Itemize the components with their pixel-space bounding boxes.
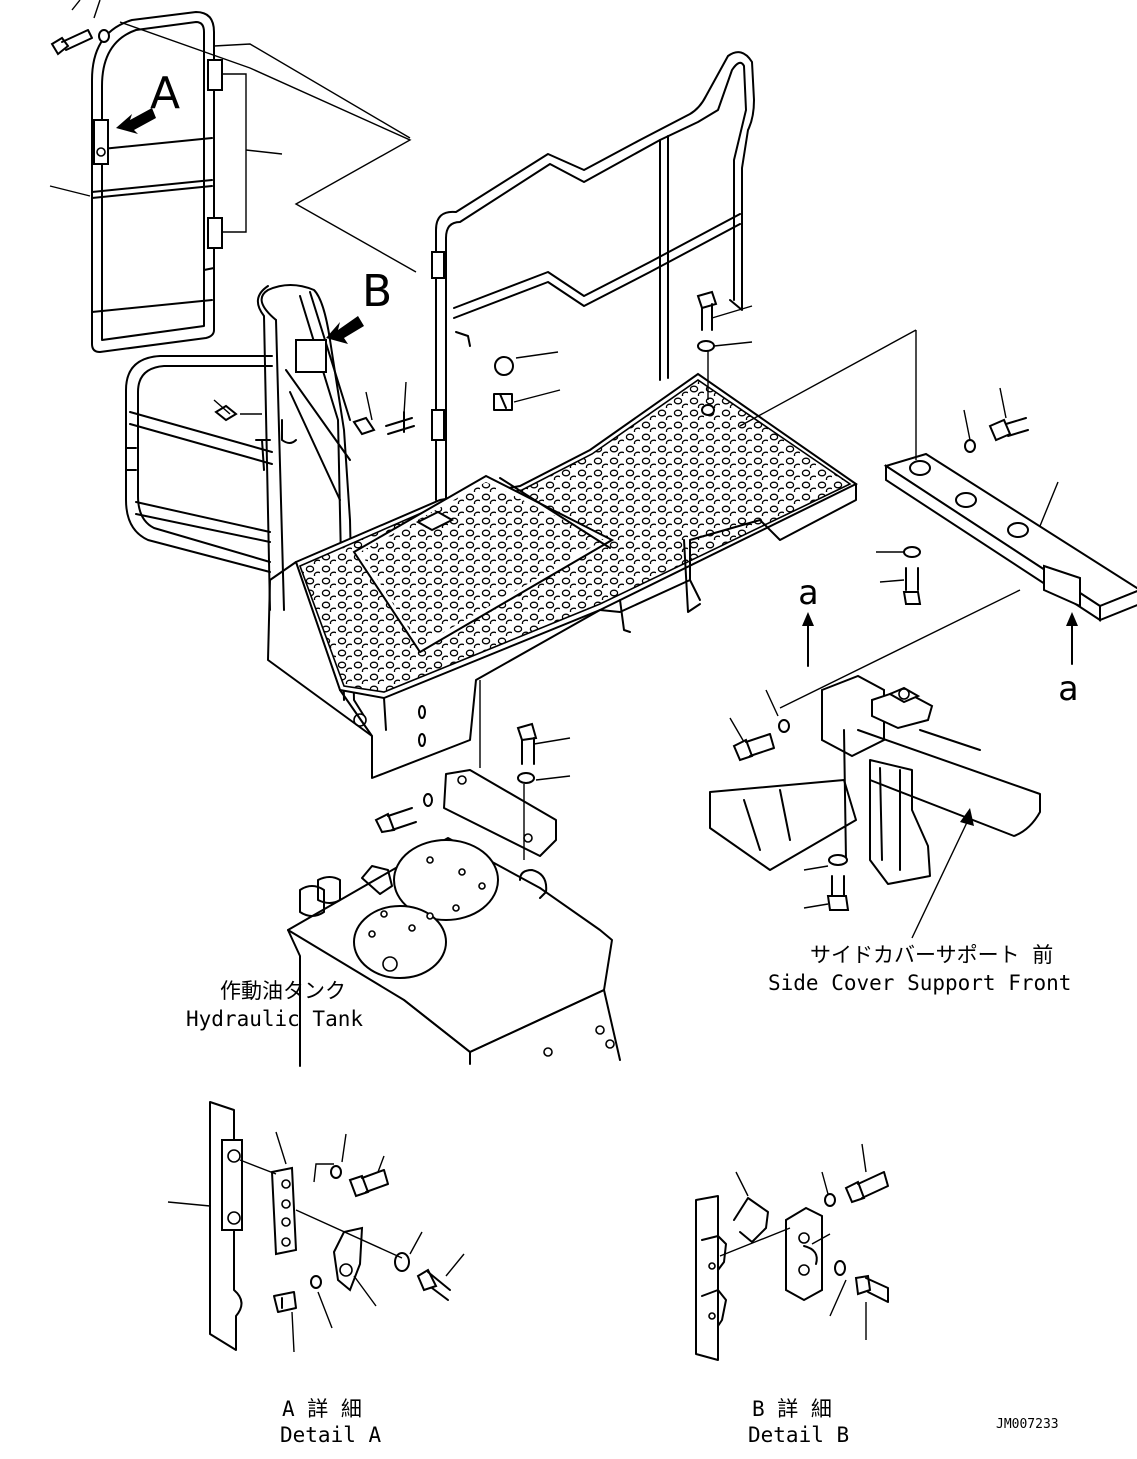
ref-label-a-top: a xyxy=(798,573,818,613)
drawing-code: JM007233 xyxy=(996,1417,1059,1432)
view-arrow-a-icon xyxy=(116,108,156,134)
detail-a-label-jp: A 詳 細 xyxy=(282,1397,362,1421)
detail-b-label-jp: B 詳 細 xyxy=(752,1397,832,1421)
support-bolts-icon xyxy=(732,719,850,911)
detail-a-illustration xyxy=(209,1101,451,1351)
side-cover-support-label-jp: サイドカバーサポート 前 xyxy=(810,943,1053,967)
cross-member xyxy=(883,452,1137,622)
cross-member-bolts-icon xyxy=(902,417,1029,605)
platform-assembly xyxy=(125,51,858,779)
gate-bolt-icon xyxy=(50,29,110,56)
side-cover-support xyxy=(709,674,1041,885)
gate-assembly xyxy=(91,11,223,353)
view-label-a: A xyxy=(150,68,180,119)
view-label-b: B xyxy=(362,266,392,317)
side-cover-support-label-en: Side Cover Support Front xyxy=(768,971,1071,995)
hydraulic-tank-label-jp: 作動油タンク xyxy=(220,979,346,1003)
hydraulic-tank xyxy=(287,837,621,1067)
detail-b-illustration xyxy=(695,1171,889,1361)
view-arrow-b-icon xyxy=(326,316,364,344)
tank-bracket xyxy=(374,722,557,857)
detail-a-label-en: Detail A xyxy=(280,1423,382,1447)
ref-label-a-right: a xyxy=(1058,669,1078,709)
hydraulic-tank-label-en: Hydraulic Tank xyxy=(186,1007,363,1031)
detail-b-label-en: Detail B xyxy=(748,1423,849,1447)
